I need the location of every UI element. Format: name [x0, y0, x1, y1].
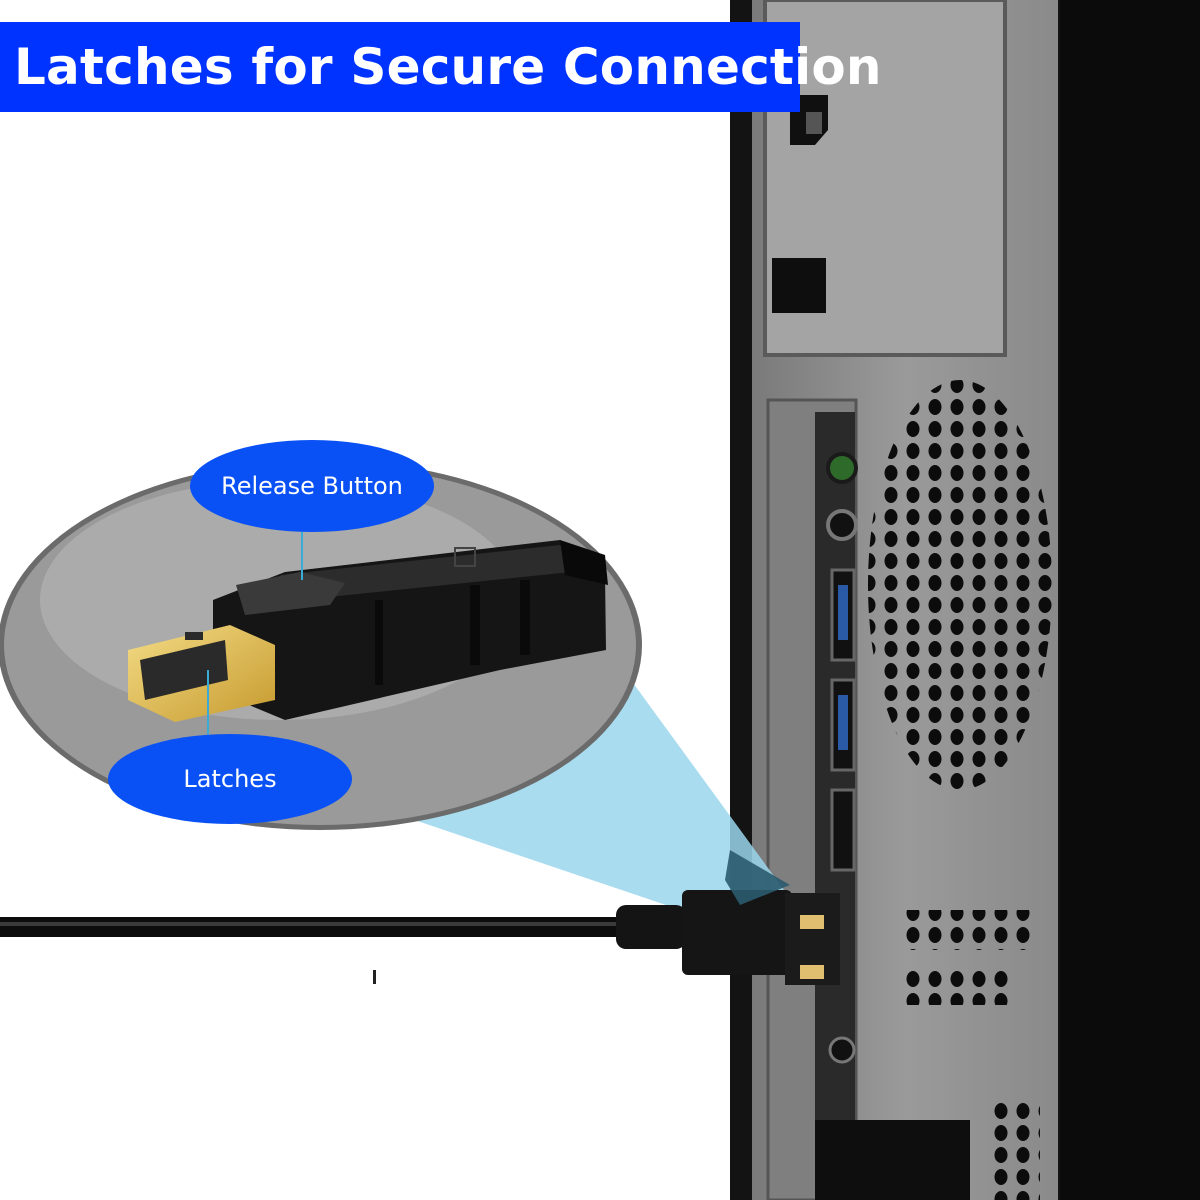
magnifier-beam	[385, 665, 795, 925]
release-button-icon	[236, 572, 345, 615]
page-title: Latches for Secure Connection	[14, 38, 882, 96]
latch-icon	[205, 662, 223, 670]
displayport-connector	[128, 540, 608, 722]
callout-label: Release Button	[221, 472, 403, 500]
displayport-port-icon	[830, 788, 856, 872]
callout-label: Latches	[183, 765, 277, 793]
audio-jack-icon	[826, 452, 858, 484]
magnified-view	[0, 460, 642, 830]
release-button-callout: Release Button	[190, 440, 434, 532]
displayport-cable	[0, 850, 840, 985]
fan-vent	[868, 380, 1052, 790]
title-banner: Latches for Secure Connection	[0, 22, 882, 112]
latches-callout: Latches	[108, 734, 352, 824]
io-panel	[766, 398, 858, 1200]
latch-icon	[185, 632, 203, 640]
lower-vents	[815, 910, 1040, 1200]
audio-jack-icon	[826, 509, 858, 541]
